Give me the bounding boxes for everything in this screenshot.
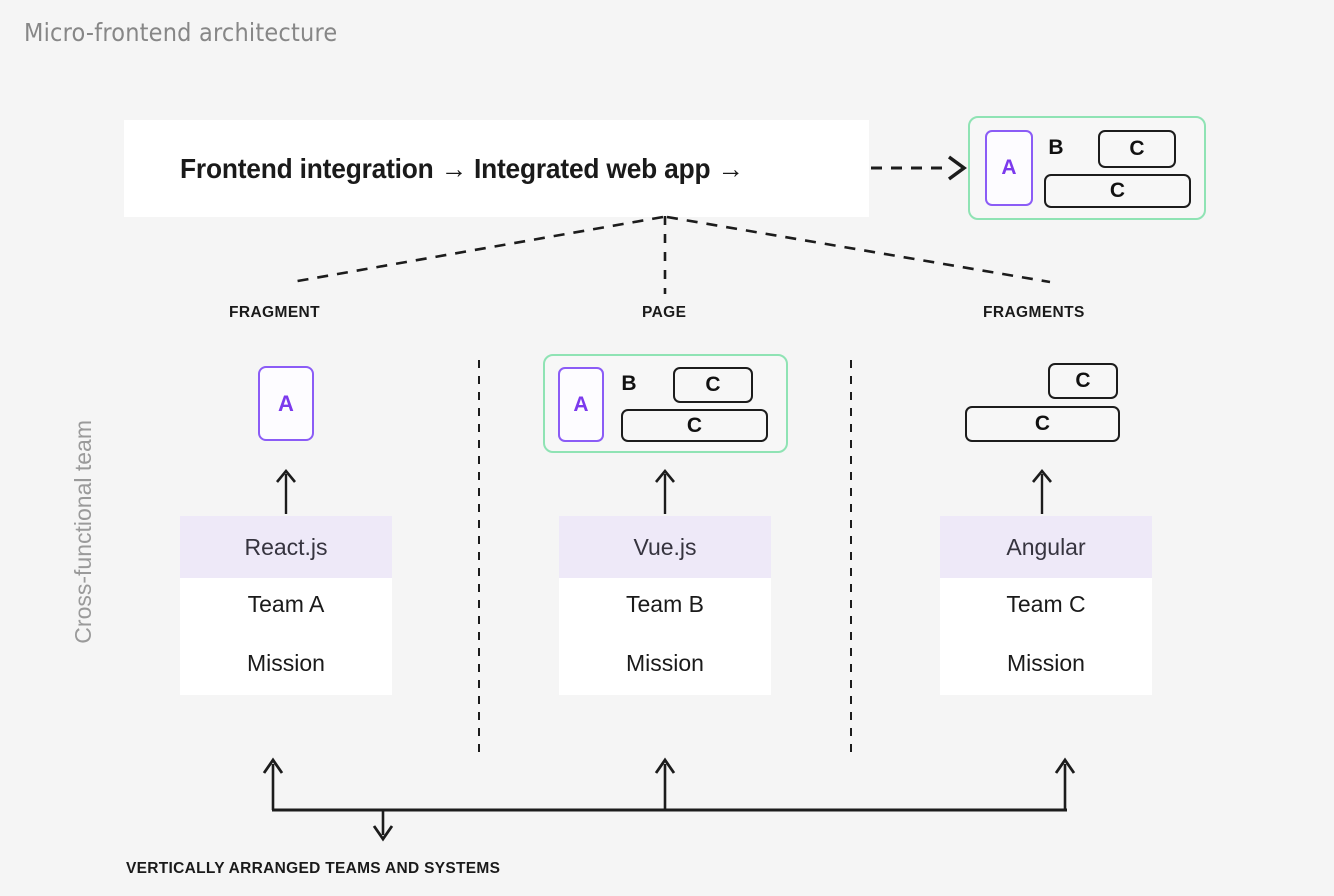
page-composition: A B C C [543, 354, 788, 453]
page-label-b: B [621, 372, 637, 395]
team-card-c: Angular Team C Mission [940, 516, 1152, 695]
page-fragment-c-wide: C [621, 409, 768, 442]
preview-fragment-c-small: C [1098, 130, 1176, 168]
column-caption-page: PAGE [642, 304, 687, 321]
team-framework-label: Vue.js [559, 516, 771, 578]
team-name-label: Team B [626, 591, 704, 617]
dashed-vertical-divider-icon-right [850, 360, 852, 760]
team-mission-label: Mission [626, 649, 704, 676]
team-card-a: React.js Team A Mission [180, 516, 392, 695]
bottom-caption: VERTICALLY ARRANGED TEAMS AND SYSTEMS [126, 860, 501, 877]
integrated-web-app-preview: A B C C [968, 116, 1206, 220]
dashed-vertical-divider-icon-left [478, 360, 480, 760]
team-mission-label: Mission [1007, 649, 1085, 676]
fragment-a-block: A [258, 366, 314, 441]
team-card-b: Vue.js Team B Mission [559, 516, 771, 695]
team-framework-label: Angular [940, 516, 1152, 578]
preview-label-b: B [1048, 136, 1064, 159]
team-framework-label: React.js [180, 516, 392, 578]
preview-fragment-c-wide: C [1044, 174, 1191, 208]
team-mission-label: Mission [247, 649, 325, 676]
dashed-arrow-right-icon [871, 155, 967, 181]
fragments-c-small-block: C [1048, 363, 1118, 399]
preview-fragment-a: A [985, 130, 1033, 206]
column-caption-fragments: FRAGMENTS [983, 304, 1085, 321]
frontend-integration-banner: Frontend integration → Integrated web ap… [124, 120, 869, 217]
team-name-label: Team C [1006, 591, 1086, 617]
page-fragment-a: A [558, 367, 604, 442]
arrow-up-icon-team-b [654, 468, 676, 514]
arrow-up-icon-team-c [1031, 468, 1053, 514]
arrow-up-icon-team-a [275, 468, 297, 514]
frontend-integration-label: Frontend integration → Integrated web ap… [180, 152, 744, 184]
cross-functional-team-label: Cross-functional team [70, 420, 96, 644]
fragments-c-wide-block: C [965, 406, 1120, 442]
bottom-bus-connector [262, 757, 1076, 842]
column-caption-fragment: FRAGMENT [229, 304, 321, 321]
page-title: Micro-frontend architecture [24, 18, 338, 47]
dashed-fan-connector-icon [291, 215, 1051, 294]
page-fragment-c-small: C [673, 367, 753, 403]
team-name-label: Team A [247, 591, 325, 617]
